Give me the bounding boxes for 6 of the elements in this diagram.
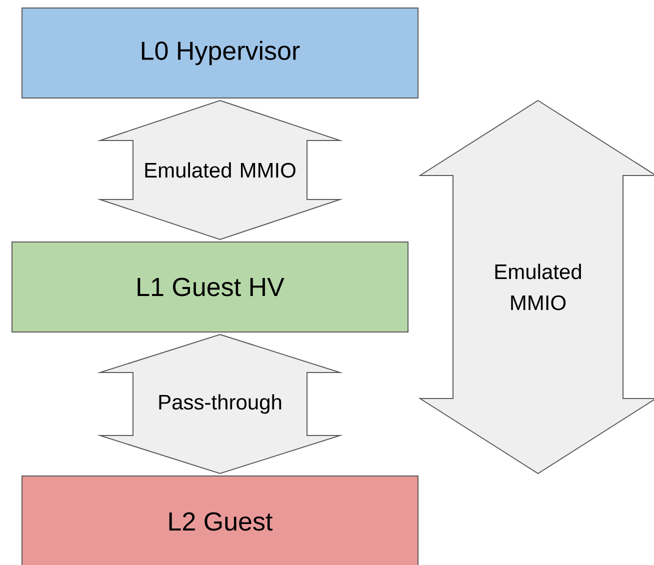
layer-box: L1 Guest HV	[12, 242, 408, 332]
layer-box: L0 Hypervisor	[22, 8, 418, 98]
layer-box: L2 Guest	[22, 476, 418, 565]
edge-label: Pass-through	[159, 394, 282, 414]
edge-label: Emulated MMIO	[495, 264, 581, 310]
edge-label: Emulated MMIO	[145, 162, 296, 178]
